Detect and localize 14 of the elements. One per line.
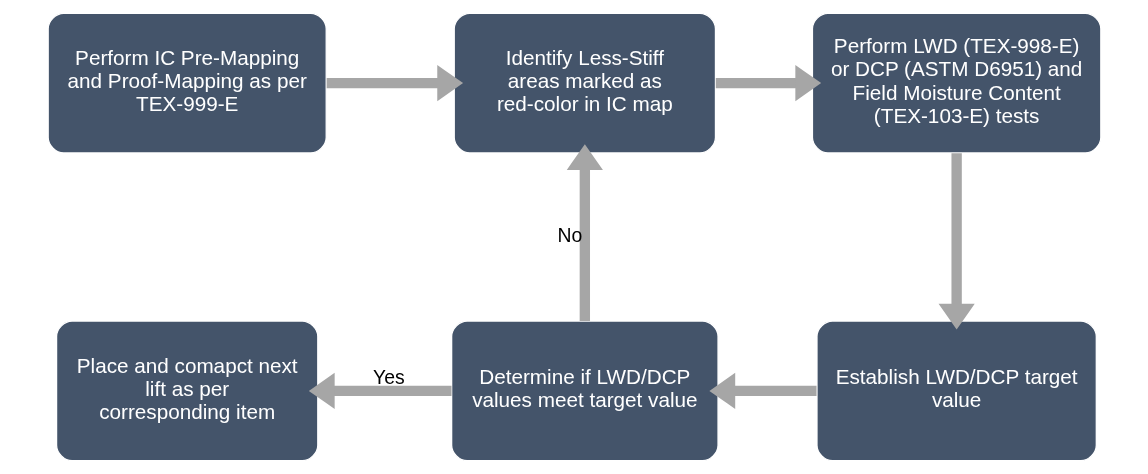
edge-label: Yes: [372, 366, 405, 389]
node-box: Establish LWD/DCP target value: [815, 320, 1097, 462]
node-box: Determine if LWD/DCP values meet target value: [450, 320, 719, 462]
node-box: Place and comapct next lift as per corresponding item: [55, 320, 318, 462]
arrow: [715, 65, 821, 102]
arrow: [326, 65, 463, 102]
node-box: Identify Less-Stiff areas marked as red-color in IC map: [453, 12, 716, 154]
arrow: [708, 372, 817, 409]
arrow: [566, 144, 603, 322]
edge-label: No: [557, 223, 582, 246]
arrow: [308, 372, 452, 409]
node-box: Perform IC Pre-Mapping and Proof-Mapping as per TEX-999-E: [47, 12, 327, 154]
node-box: Perform LWD (TEX-998-E) or DCP (ASTM D6951) and Field Moisture Content (TEX-103-E) tests: [811, 12, 1101, 154]
arrow: [938, 153, 975, 330]
